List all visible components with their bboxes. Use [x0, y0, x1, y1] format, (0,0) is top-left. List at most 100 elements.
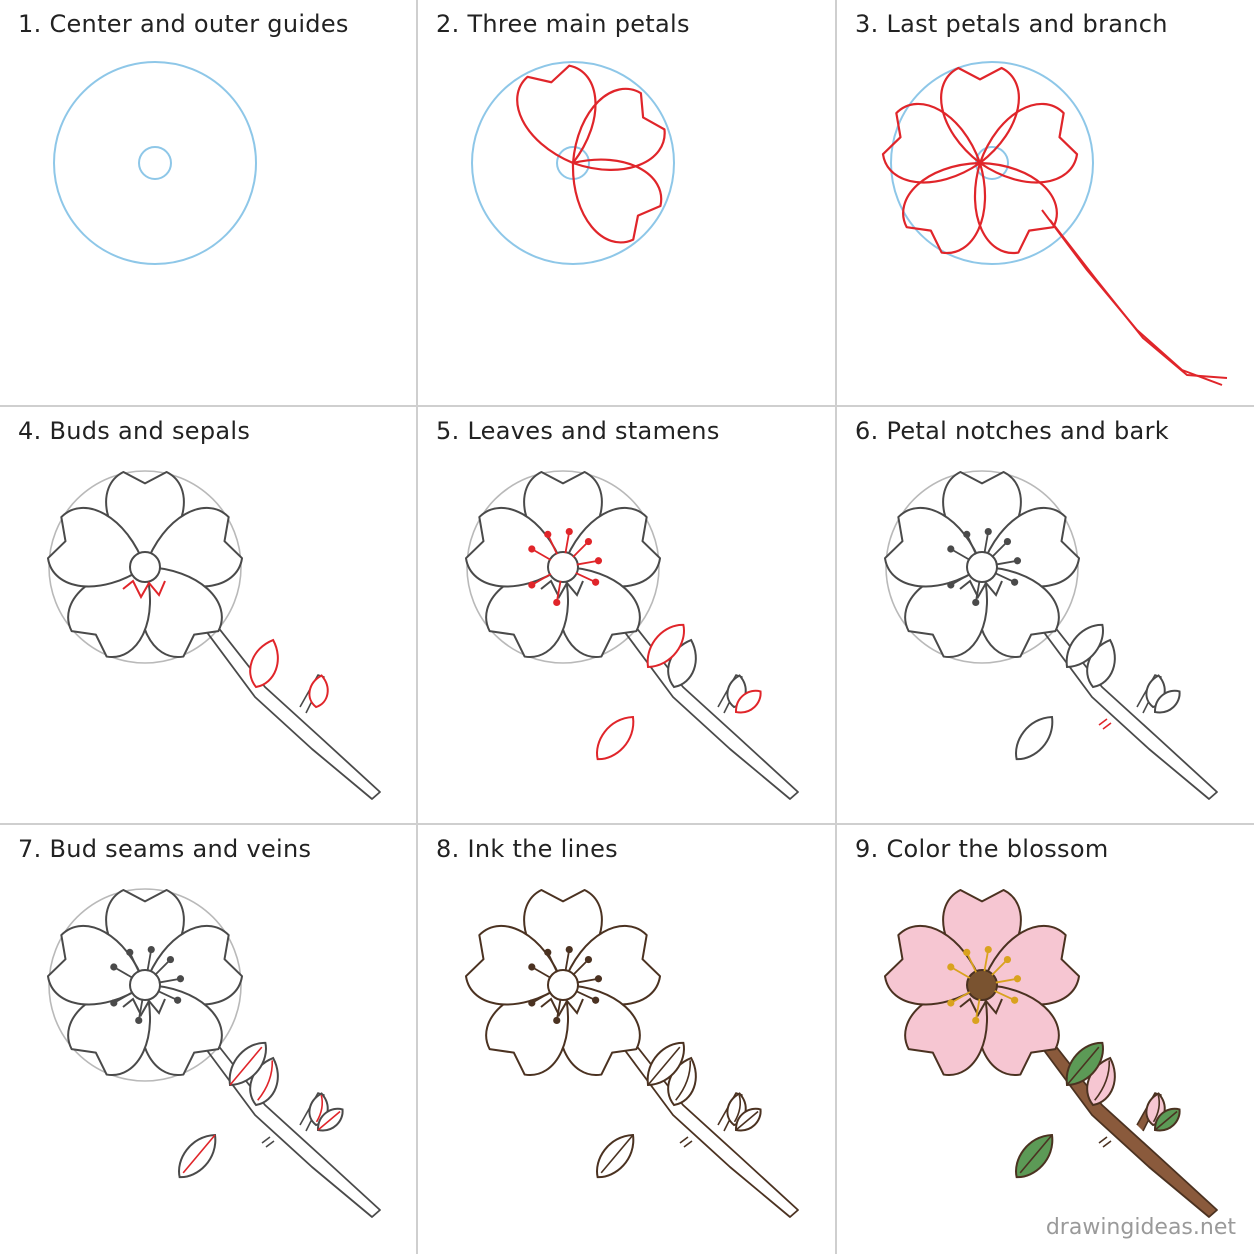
sepals [959, 579, 1003, 600]
step-panel-9: 9. Color the blossom [837, 825, 1253, 1231]
stamen-filament [531, 966, 552, 979]
stamen-anther [528, 963, 536, 971]
guide-circles [53, 61, 257, 265]
branch [620, 1034, 799, 1218]
stamen-filament [564, 531, 571, 554]
stamen-anther [1003, 955, 1012, 964]
stamen-anther [147, 945, 155, 954]
stamen-filament [113, 966, 134, 979]
flower-center [547, 969, 579, 1001]
stamen-filament [158, 977, 181, 984]
stamen-anther [947, 963, 955, 971]
bark-notch [261, 1136, 275, 1148]
leaf [1015, 715, 1054, 761]
step-drawing-7 [46, 888, 381, 1218]
petal [46, 506, 146, 588]
flower-center [129, 551, 161, 583]
faded-outer-guide [885, 470, 1079, 664]
stamen-filament [531, 548, 552, 561]
branch [202, 616, 381, 800]
center-guide-circle [138, 146, 172, 180]
stamen-filament [995, 977, 1018, 984]
sepals [540, 997, 584, 1018]
divider-horizontal-2 [0, 823, 1254, 825]
stamen-filament [974, 580, 981, 603]
stamen-filament [531, 991, 552, 1004]
stamen-filament [572, 540, 590, 558]
step-caption-2: 2. Three main petals [436, 10, 690, 38]
outer-guide-circle [890, 61, 1094, 265]
step-caption-4: 4. Buds and sepals [18, 417, 251, 445]
step-caption-3: 3. Last petals and branch [855, 10, 1168, 38]
stamen-anther [592, 578, 600, 586]
divider-vertical-1 [416, 0, 418, 1254]
step-caption-9: 9. Color the blossom [855, 835, 1109, 863]
petal [571, 87, 666, 171]
bud-seam [315, 1094, 323, 1123]
stamen-anther [963, 948, 971, 956]
stamen-anther [110, 999, 118, 1007]
stamen-anther [110, 963, 118, 971]
stamen-filament [965, 951, 977, 973]
divider-horizontal-1 [0, 405, 1254, 407]
stamen-filament [575, 990, 597, 1002]
bud [249, 638, 279, 689]
divider-vertical-2 [835, 0, 837, 1254]
step-panel-6: 6. Petal notches and bark [837, 407, 1253, 813]
bud-seam [1152, 1094, 1160, 1123]
bud-seam [1094, 1060, 1111, 1101]
petal [978, 102, 1079, 184]
stamen-anther [1003, 537, 1012, 546]
leaf-vein [1154, 1110, 1178, 1131]
step-caption-8: 8. Ink the lines [436, 835, 618, 863]
leaf-vein [600, 1134, 634, 1174]
petal [902, 161, 987, 255]
leaf [596, 715, 635, 761]
outer-guide-circle [53, 61, 257, 265]
five-petals [881, 66, 1079, 255]
faded-outer-guide [466, 470, 660, 664]
stamen-filament [555, 580, 562, 603]
flower-center [966, 551, 998, 583]
leaf-vein [229, 1046, 263, 1086]
step-caption-1: 1. Center and outer guides [18, 10, 349, 38]
sepals [122, 579, 166, 600]
stamen-filament [974, 998, 981, 1021]
stamen-anther [553, 1016, 561, 1025]
step-drawing-9 [883, 889, 1218, 1218]
branch [620, 616, 799, 800]
stamen-filament [991, 540, 1009, 558]
stamen-filament [994, 990, 1016, 1002]
branch-outline [1041, 209, 1228, 386]
leaf [646, 623, 685, 669]
stamen-filament [994, 572, 1016, 584]
step-panel-4: 4. Buds and sepals [0, 407, 416, 813]
stamen-filament [991, 958, 1009, 976]
step-panel-5: 5. Leaves and stamens [418, 407, 834, 813]
stamen-anther [963, 530, 971, 538]
leaf [1153, 689, 1181, 714]
step-panel-8: 8. Ink the lines [418, 825, 834, 1231]
stamen-anther [135, 1016, 143, 1025]
stamen-filament [995, 559, 1018, 566]
stamen-anther [544, 948, 552, 956]
stamen-anther [972, 1016, 980, 1025]
stamen-anther [166, 955, 175, 964]
sepals [540, 579, 584, 600]
stamen-filament [983, 949, 990, 972]
step-panel-1: 1. Center and outer guides [0, 0, 416, 406]
stamen-filament [965, 533, 977, 555]
stamen-filament [983, 531, 990, 554]
bark-notch [1098, 1136, 1112, 1148]
stamen-filament [157, 990, 179, 1002]
stamen-filament [546, 951, 558, 973]
bud-seam [257, 1060, 274, 1101]
sepals [959, 997, 1003, 1018]
bud-seam [733, 1094, 741, 1123]
sepals [122, 997, 166, 1018]
stamen-anther [584, 537, 593, 546]
step-drawing-4 [46, 470, 381, 800]
stamen-filament [531, 573, 552, 586]
bud-seam [675, 1060, 692, 1101]
